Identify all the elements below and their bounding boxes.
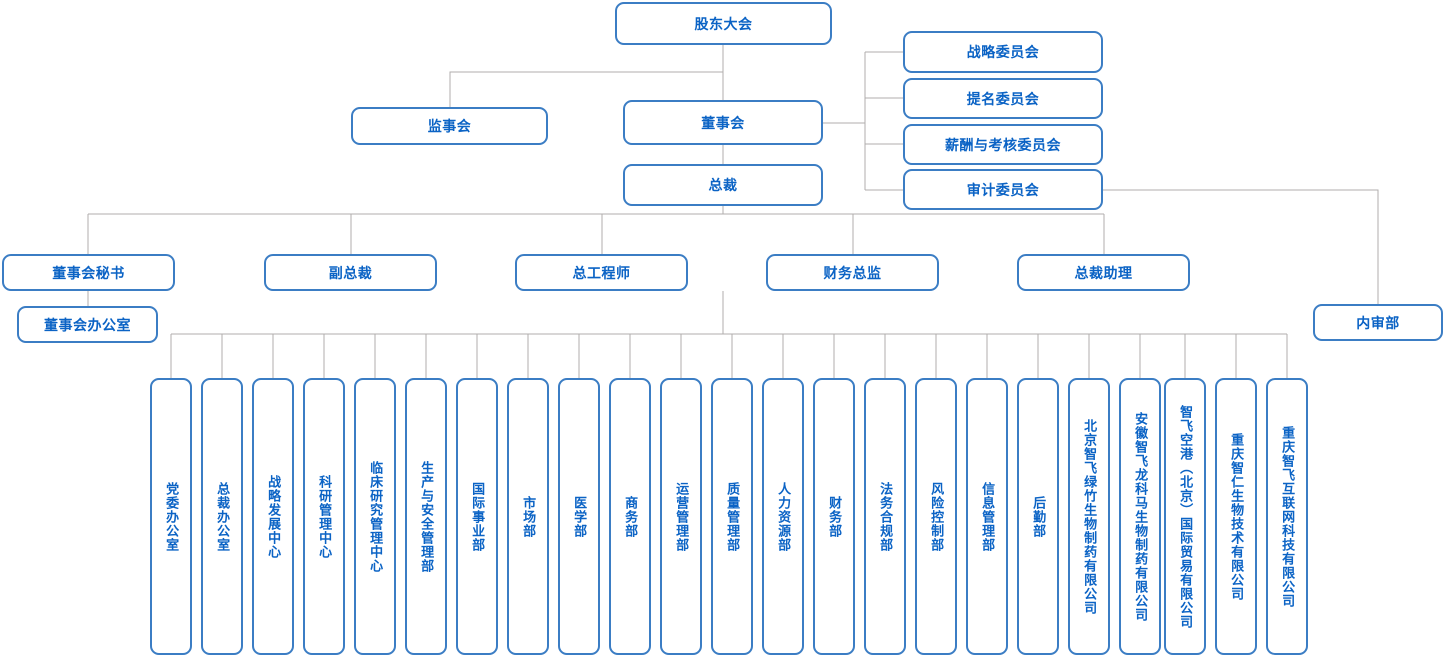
committee-nomination[interactable]: 提名委员会 bbox=[903, 78, 1103, 119]
dept-production-safety-management[interactable]: 生产与安全管理部 bbox=[405, 378, 447, 655]
committee-strategy[interactable]: 战略委员会 bbox=[903, 31, 1103, 73]
dept-clinical-research-management-center[interactable]: 临床研究管理中心 bbox=[354, 378, 396, 655]
node-board-of-directors[interactable]: 董事会 bbox=[623, 100, 823, 145]
dept-international-business[interactable]: 国际事业部 bbox=[456, 378, 498, 655]
node-board-office[interactable]: 董事会办公室 bbox=[17, 306, 158, 343]
committee-remuneration-assessment[interactable]: 薪酬与考核委员会 bbox=[903, 124, 1103, 165]
exec-vice-president[interactable]: 副总裁 bbox=[264, 254, 437, 291]
dept-legal-compliance[interactable]: 法务合规部 bbox=[864, 378, 906, 655]
subsidiary-anhui-zhifei-longcoma[interactable]: 安徽智飞龙科马生物制药有限公司 bbox=[1119, 378, 1161, 655]
dept-human-resources[interactable]: 人力资源部 bbox=[762, 378, 804, 655]
subsidiary-chongqing-zhifei-internet[interactable]: 重庆智飞互联网科技有限公司 bbox=[1266, 378, 1308, 655]
committee-audit[interactable]: 审计委员会 bbox=[903, 169, 1103, 210]
exec-chief-engineer[interactable]: 总工程师 bbox=[515, 254, 688, 291]
dept-information-management[interactable]: 信息管理部 bbox=[966, 378, 1008, 655]
dept-finance[interactable]: 财务部 bbox=[813, 378, 855, 655]
dept-research-management-center[interactable]: 科研管理中心 bbox=[303, 378, 345, 655]
subsidiary-chongqing-zhiren[interactable]: 重庆智仁生物技术有限公司 bbox=[1215, 378, 1257, 655]
dept-risk-control[interactable]: 风险控制部 bbox=[915, 378, 957, 655]
subsidiary-beijing-zhifei-lvzhu[interactable]: 北京智飞绿竹生物制药有限公司 bbox=[1068, 378, 1110, 655]
node-president[interactable]: 总裁 bbox=[623, 164, 823, 206]
node-supervisory-board[interactable]: 监事会 bbox=[351, 107, 548, 145]
node-shareholders-meeting[interactable]: 股东大会 bbox=[615, 2, 832, 45]
dept-logistics[interactable]: 后勤部 bbox=[1017, 378, 1059, 655]
exec-board-secretary[interactable]: 董事会秘书 bbox=[2, 254, 175, 291]
dept-medical[interactable]: 医学部 bbox=[558, 378, 600, 655]
dept-strategic-development-center[interactable]: 战略发展中心 bbox=[252, 378, 294, 655]
exec-president-assistant[interactable]: 总裁助理 bbox=[1017, 254, 1190, 291]
dept-business[interactable]: 商务部 bbox=[609, 378, 651, 655]
node-internal-audit[interactable]: 内审部 bbox=[1313, 304, 1443, 341]
subsidiary-zhifei-konggang-beijing[interactable]: 智飞空港（北京）国际贸易有限公司 bbox=[1164, 378, 1206, 655]
dept-president-office[interactable]: 总裁办公室 bbox=[201, 378, 243, 655]
dept-quality-management[interactable]: 质量管理部 bbox=[711, 378, 753, 655]
dept-marketing[interactable]: 市场部 bbox=[507, 378, 549, 655]
dept-party-committee-office[interactable]: 党委办公室 bbox=[150, 378, 192, 655]
exec-cfo[interactable]: 财务总监 bbox=[766, 254, 939, 291]
dept-operations-management[interactable]: 运营管理部 bbox=[660, 378, 702, 655]
